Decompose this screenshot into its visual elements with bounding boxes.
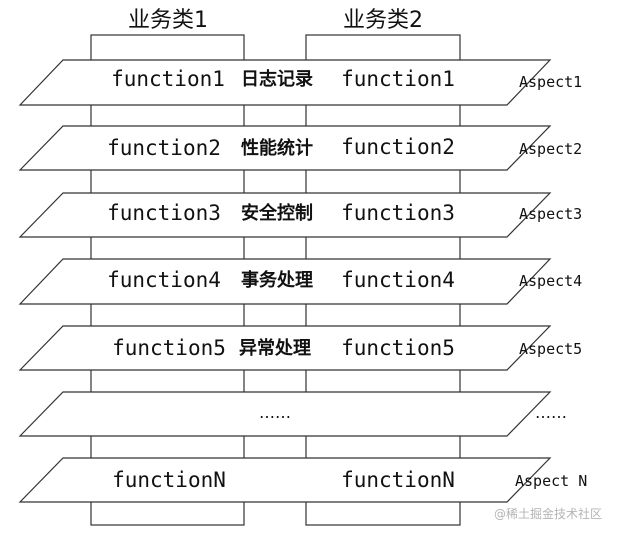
aspect-name-label: 事务处理 <box>241 269 313 291</box>
left-function-label: function4 <box>107 268 221 292</box>
aspect-name-label: 日志记录 <box>241 68 313 90</box>
right-function-label: function2 <box>341 135 455 159</box>
aspect-name-label: 安全控制 <box>241 202 313 224</box>
left-function-label: function3 <box>107 201 221 225</box>
right-function-label: function1 <box>341 67 455 91</box>
aspect-plane-5: function5 异常处理 function5 <box>18 325 552 371</box>
aspect-label-n: Aspect N <box>515 472 587 490</box>
aspect-label-ellipsis: …… <box>535 403 567 422</box>
aspect-plane-3: function3 安全控制 function3 <box>18 192 552 238</box>
class-title-2: 业务类2 <box>343 8 423 33</box>
aspect-plane-n: functionN functionN <box>18 457 552 503</box>
left-function-label: function2 <box>107 136 221 160</box>
aspect-plane-4: function4 事务处理 function4 <box>18 258 552 305</box>
aspect-plane-ellipsis: …… <box>18 391 552 437</box>
aspect-plane-shape <box>18 457 552 503</box>
right-function-label: function3 <box>341 201 455 225</box>
aspect-plane-shape <box>18 391 552 437</box>
aspect-name-label: 异常处理 <box>239 337 311 359</box>
watermark: @稀土掘金技术社区 <box>494 506 602 521</box>
right-function-label: functionN <box>341 468 455 492</box>
aspect-label-3: Aspect3 <box>519 205 582 223</box>
left-function-label: functionN <box>112 468 226 492</box>
aspect-label-2: Aspect2 <box>519 140 582 158</box>
aspect-plane-1: function1 日志记录 function1 <box>18 59 552 106</box>
right-function-label: function4 <box>341 268 455 292</box>
aspect-plane-shape <box>18 125 552 171</box>
aspect-plane-shape <box>18 192 552 238</box>
aspect-plane-shape <box>18 59 552 106</box>
class-title-1: 业务类1 <box>128 8 208 33</box>
left-function-label: function5 <box>112 336 226 360</box>
aspect-label-1: Aspect1 <box>519 73 582 91</box>
right-function-label: function5 <box>341 336 455 360</box>
aspect-plane-shape <box>18 325 552 371</box>
middle-ellipsis: …… <box>259 403 291 422</box>
aspect-label-4: Aspect4 <box>519 272 582 290</box>
aspect-plane-shape <box>18 258 552 305</box>
aspect-plane-2: function2 性能统计 function2 <box>18 125 552 171</box>
aspect-label-5: Aspect5 <box>519 340 582 358</box>
aspect-name-label: 性能统计 <box>241 137 313 159</box>
left-function-label: function1 <box>111 67 225 91</box>
